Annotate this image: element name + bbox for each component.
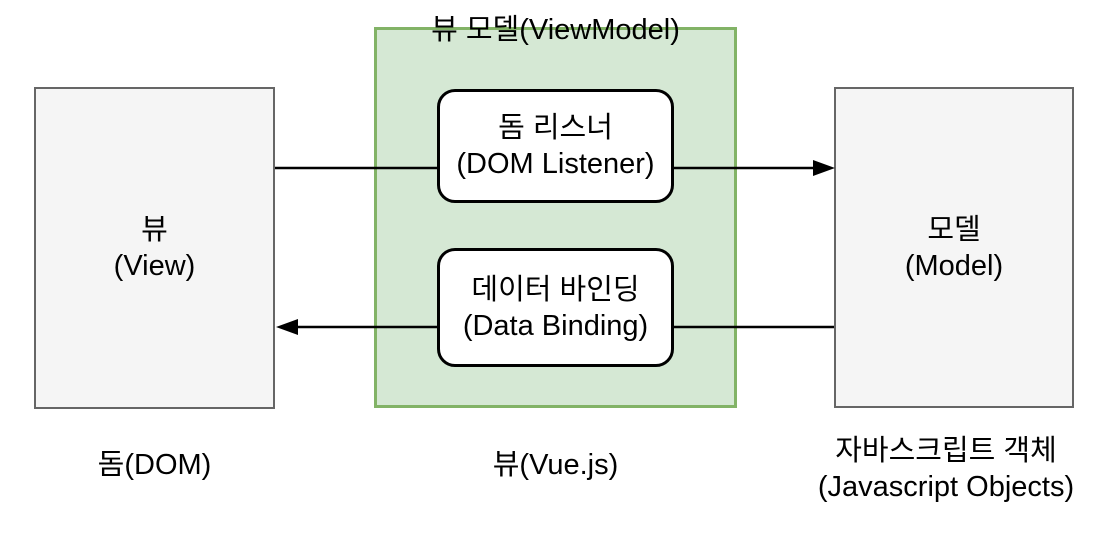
- caption-javascript-objects-line2: (Javascript Objects): [817, 471, 1075, 503]
- caption-javascript-objects-line1: 자바스크립트 객체: [835, 435, 1057, 467]
- data-binding-label-ko: 데이터 바인딩: [471, 273, 640, 306]
- caption-dom: 돔(DOM): [97, 449, 212, 481]
- caption-vue: 뷰(Vue.js): [492, 449, 619, 481]
- arrowhead-right-icon: [813, 160, 835, 176]
- viewmodel-title: 뷰 모델(ViewModel): [431, 14, 680, 46]
- view-box-label-en: (View): [113, 250, 196, 282]
- caption-javascript-objects: 자바스크립트 객체 (Javascript Objects): [804, 433, 1088, 505]
- model-box-label-en: (Model): [904, 249, 1004, 282]
- model-box-label-ko: 모델: [927, 213, 981, 246]
- arrowhead-left-icon: [276, 319, 298, 335]
- data-binding-label-en: (Data Binding): [462, 309, 649, 342]
- view-box: 뷰 (View): [34, 87, 275, 409]
- data-binding-box: 데이터 바인딩 (Data Binding): [437, 248, 674, 367]
- dom-listener-label-en: (DOM Listener): [456, 148, 655, 180]
- view-box-label-ko: 뷰: [141, 214, 168, 246]
- dom-listener-label-ko: 돔 리스너: [498, 112, 613, 144]
- dom-listener-box: 돔 리스너 (DOM Listener): [437, 89, 674, 203]
- model-box: 모델 (Model): [834, 87, 1074, 408]
